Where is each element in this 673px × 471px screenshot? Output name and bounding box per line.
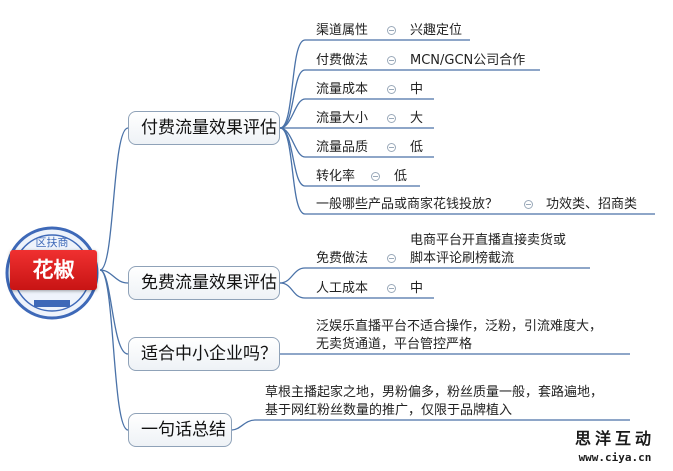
- leaf-label: 付费做法: [316, 53, 369, 68]
- leaf-label: 流量成本: [316, 82, 369, 97]
- leaf-value: MCN/GCN公司合作: [410, 53, 526, 68]
- leaf-value: 中: [410, 82, 424, 97]
- branch-summary[interactable]: 一句话总结: [128, 413, 232, 447]
- leaf-value: 低: [394, 169, 408, 184]
- branch-free-traffic[interactable]: 免费流量效果评估: [128, 266, 280, 300]
- collapse-icon[interactable]: [387, 143, 396, 152]
- leaf-value: 兴趣定位: [410, 23, 463, 38]
- collapse-icon[interactable]: [387, 254, 396, 263]
- leaf-label: 流量大小: [316, 111, 369, 126]
- collapse-icon[interactable]: [387, 85, 396, 94]
- note-line: 泛娱乐直播平台不适合操作，泛粉，引流难度大，: [316, 319, 603, 334]
- note-line: 无卖货通道，平台管控严格: [316, 337, 473, 352]
- collapse-icon[interactable]: [387, 114, 396, 123]
- leaf-label: 流量品质: [316, 140, 369, 155]
- watermark-url: www.ciya.cn: [578, 451, 652, 464]
- leaf-value: 中: [410, 281, 424, 296]
- branch-sme-fit[interactable]: 适合中小企业吗？: [128, 337, 280, 371]
- summary-line: 基于网红粉丝数量的推广，仅限于品牌植入: [265, 403, 513, 418]
- leaf-label: 渠道属性: [316, 23, 369, 38]
- branch-label: 免费流量效果评估: [141, 273, 277, 293]
- leaf-value: 大: [410, 111, 424, 126]
- summary-line: 草根主播起家之地，男粉偏多，粉丝质量一般，套路遍地，: [265, 385, 604, 400]
- badge-text: 区扶商: [36, 235, 69, 249]
- collapse-icon[interactable]: [524, 200, 533, 209]
- leaf-value-line: 脚本评论刷榜截流: [410, 251, 515, 266]
- leaf-label: 一般哪些产品或商家花钱投放？: [316, 197, 499, 212]
- watermark-name: 思洋互动: [574, 429, 655, 448]
- root-node[interactable]: 花椒: [10, 250, 97, 290]
- leaf-label: 免费做法: [316, 251, 369, 266]
- leaf-value: 功效类、招商类: [546, 197, 638, 212]
- collapse-icon[interactable]: [387, 56, 396, 65]
- leaf-value: 低: [410, 140, 424, 155]
- leaf-label: 人工成本: [316, 281, 369, 296]
- branch-label: 付费流量效果评估: [141, 118, 277, 138]
- branch-label: 一句话总结: [141, 420, 226, 440]
- collapse-icon[interactable]: [371, 172, 380, 181]
- leaf-label: 转化率: [316, 169, 356, 184]
- branch-label: 适合中小企业吗？: [141, 344, 277, 364]
- branch-paid-traffic[interactable]: 付费流量效果评估: [128, 111, 280, 145]
- leaf-value-line: 电商平台开直播直接卖货或: [410, 233, 567, 248]
- collapse-icon[interactable]: [387, 284, 396, 293]
- collapse-icon[interactable]: [387, 26, 396, 35]
